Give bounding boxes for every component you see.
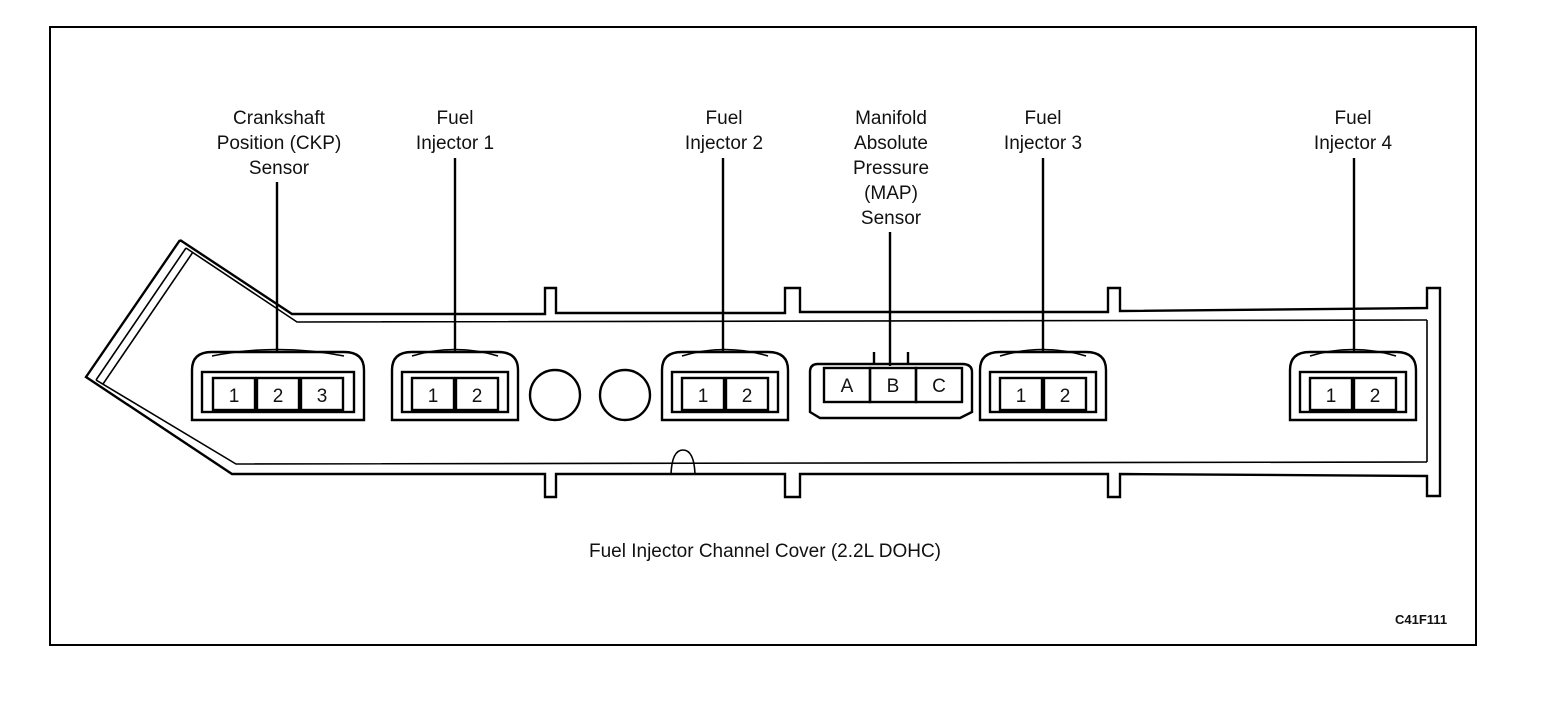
inj2-pin-2: 2	[742, 386, 753, 407]
hole-left	[528, 368, 582, 422]
inj3-pin-1: 1	[1016, 386, 1027, 407]
hole-right	[598, 368, 652, 422]
diagram-frame	[49, 26, 1477, 646]
cover-bump	[670, 449, 696, 475]
ckp-pin-1: 1	[229, 386, 240, 407]
map-pin-b: B	[887, 376, 900, 397]
cover-inner-top	[185, 247, 1428, 323]
map-connector: A B C	[808, 352, 974, 420]
label-fuel-injector-2: Fuel Injector 2	[684, 108, 764, 154]
cover-inner-left	[95, 247, 187, 381]
cover-inner-left-2	[102, 251, 194, 385]
label-fuel-injector-1: Fuel Injector 1	[415, 108, 495, 154]
label-map-sensor: Manifold Absolute Pressure (MAP) Sensor	[852, 108, 930, 229]
inj2-connector: 1 2	[660, 348, 790, 422]
inj4-pin-2: 2	[1370, 386, 1381, 407]
label-fuel-injector-4: Fuel Injector 4	[1313, 108, 1393, 154]
inj1-pin-2: 2	[472, 386, 483, 407]
inj2-pin-1: 1	[698, 386, 709, 407]
inj4-connector: 1 2	[1288, 348, 1418, 422]
map-pin-c: C	[932, 376, 946, 397]
inj4-pin-1: 1	[1326, 386, 1337, 407]
ckp-pin-2: 2	[273, 386, 284, 407]
inj1-pin-1: 1	[428, 386, 439, 407]
cover-inner-bottom	[95, 379, 1428, 465]
map-pin-a: A	[841, 376, 854, 397]
inj3-connector: 1 2	[978, 348, 1108, 422]
inj3-pin-2: 2	[1060, 386, 1071, 407]
diagram-caption: Fuel Injector Channel Cover (2.2L DOHC)	[589, 541, 941, 562]
ckp-pin-3: 3	[317, 386, 328, 407]
inj1-connector: 1 2	[390, 348, 520, 422]
cover-outline-top	[84, 238, 1442, 499]
figure-code: C41F111	[1395, 612, 1448, 627]
ckp-connector: 1 2 3	[190, 348, 366, 422]
label-fuel-injector-3: Fuel Injector 3	[1003, 108, 1083, 154]
label-ckp-sensor: Crankshaft Position (CKP) Sensor	[216, 108, 342, 179]
